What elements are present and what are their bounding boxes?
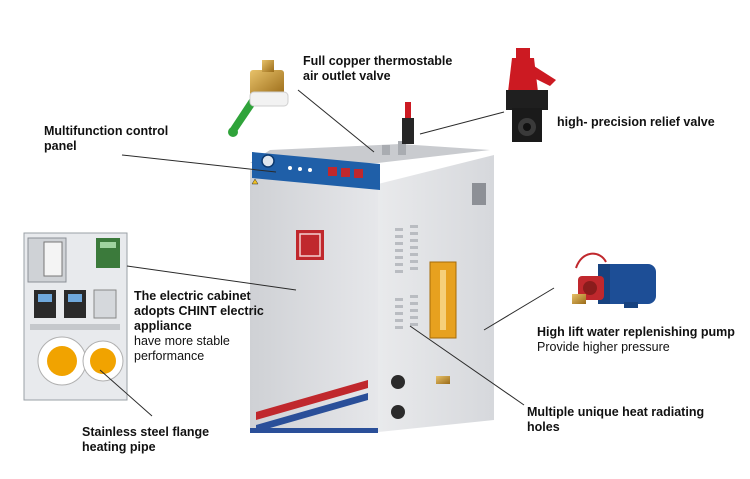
label-electric-cabinet-line4: have more stable	[134, 334, 230, 348]
label-pump-line1: High lift water replenishing pump	[537, 325, 735, 339]
label-heating-pipe: Stainless steel flange heating pipe	[82, 425, 209, 455]
label-thermostable-valve: Full copper thermostable air outlet valv…	[303, 54, 452, 84]
vent-slots	[395, 225, 418, 329]
label-radiating-holes: Multiple unique heat radiating holes	[527, 405, 704, 435]
label-relief-valve: high- precision relief valve	[557, 115, 715, 130]
label-control-panel: Multifunction control panel	[44, 124, 168, 154]
brand-logo-icon	[296, 230, 324, 260]
label-thermostable-valve-line1: Full copper thermostable	[303, 54, 453, 68]
sight-window	[429, 261, 457, 339]
label-electric-cabinet-line1: The electric cabinet	[134, 289, 251, 303]
label-heating-pipe-line2: heating pipe	[82, 440, 156, 454]
label-control-panel-line2: panel	[44, 139, 77, 153]
relief-valve-image	[506, 48, 556, 142]
gauge-icon	[261, 154, 275, 168]
thermostable-valve-image	[228, 60, 289, 137]
label-heating-pipe-line1: Stainless steel flange	[82, 425, 210, 439]
electric-cabinet-image	[23, 232, 128, 401]
label-electric-cabinet-line3: appliance	[134, 319, 192, 333]
label-electric-cabinet-line5: performance	[134, 349, 205, 363]
red-stripe	[256, 380, 368, 420]
label-control-panel-line1: Multifunction control	[44, 124, 169, 138]
water-pump-image	[572, 252, 656, 308]
label-relief-valve-line1: high- precision relief valve	[557, 115, 715, 129]
gauge-box	[472, 183, 486, 205]
label-radiating-holes-line1: Multiple unique heat radiating	[527, 405, 705, 419]
label-electric-cabinet: The electric cabinet adopts CHINT electr…	[134, 289, 264, 364]
label-thermostable-valve-line2: air outlet valve	[303, 69, 391, 83]
label-pump: High lift water replenishing pump Provid…	[537, 325, 735, 355]
label-electric-cabinet-line2: adopts CHINT electric	[134, 304, 264, 318]
brass-fitting-icon	[436, 376, 450, 384]
label-pump-line2: Provide higher pressure	[537, 340, 670, 354]
steam-generator-cabinet	[250, 102, 494, 433]
label-radiating-holes-line2: holes	[527, 420, 560, 434]
control-panel-strip	[252, 152, 380, 190]
drain-port-icon	[391, 375, 405, 389]
drain-port-icon	[391, 405, 405, 419]
